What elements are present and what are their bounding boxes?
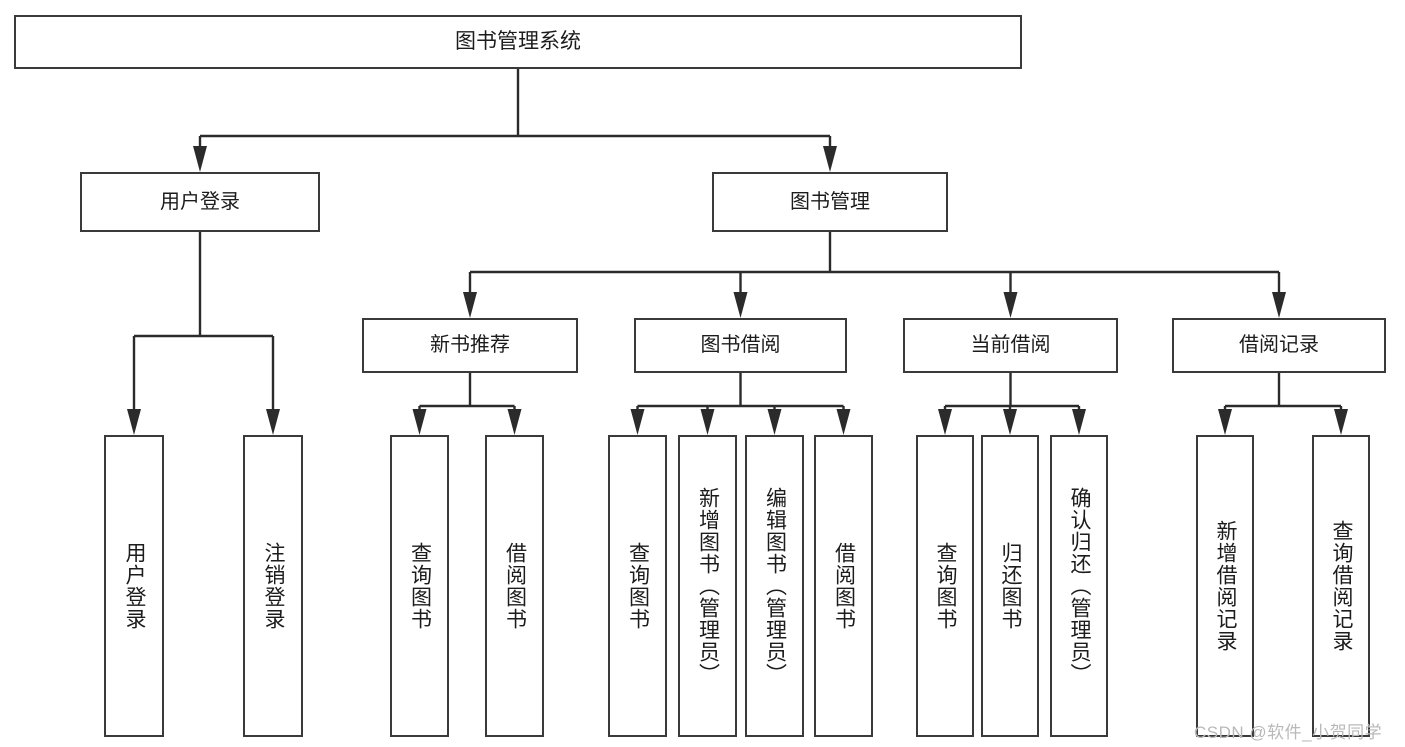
arrowhead-icon — [412, 409, 427, 435]
arrowhead-icon — [193, 146, 207, 172]
node-leaf-query-3[interactable]: 查询图书 — [916, 435, 974, 737]
node-leaf-add-book[interactable]: 新增图书（管理员） — [678, 435, 737, 737]
arrowhead-icon — [1334, 409, 1348, 435]
node-label: 归还图书 — [998, 542, 1022, 630]
arrowhead-icon — [700, 409, 715, 435]
arrowhead-icon — [733, 292, 748, 318]
node-label: 确认归还（管理员） — [1067, 487, 1091, 685]
node-label: 图书管理系统 — [455, 30, 581, 54]
arrowhead-icon — [836, 409, 851, 435]
node-label: 查询图书 — [933, 542, 957, 630]
node-leaf-borrow-1[interactable]: 借阅图书 — [485, 435, 544, 737]
node-label: 图书借阅 — [700, 334, 781, 357]
node-leaf-user-login[interactable]: 用户登录 — [104, 435, 164, 737]
node-label: 查询借阅记录 — [1329, 520, 1353, 652]
node-label: 借阅图书 — [503, 542, 527, 630]
node-label: 编辑图书（管理员） — [763, 487, 787, 685]
node-label: 用户登录 — [160, 190, 240, 213]
arrowhead-icon — [938, 409, 952, 435]
node-label: 新增图书（管理员） — [696, 487, 720, 685]
node-label: 查询图书 — [408, 542, 432, 630]
node-label: 新增借阅记录 — [1213, 520, 1237, 652]
node-leaf-query-1[interactable]: 查询图书 — [390, 435, 449, 737]
node-label: 注销登录 — [261, 542, 285, 630]
watermark-label: CSDN @软件_小贺同学 — [1194, 723, 1383, 742]
node-leaf-edit-book[interactable]: 编辑图书（管理员） — [745, 435, 804, 737]
node-leaf-query-rec[interactable]: 查询借阅记录 — [1312, 435, 1370, 737]
node-book-manage[interactable]: 图书管理 — [712, 172, 948, 232]
node-leaf-logout[interactable]: 注销登录 — [243, 435, 303, 737]
node-label: 查询图书 — [626, 542, 650, 630]
node-leaf-add-rec[interactable]: 新增借阅记录 — [1196, 435, 1254, 737]
node-current-borrow[interactable]: 当前借阅 — [903, 318, 1118, 373]
node-label: 借阅记录 — [1239, 334, 1319, 357]
node-borrow-record[interactable]: 借阅记录 — [1172, 318, 1386, 373]
node-label: 图书管理 — [790, 190, 870, 213]
arrowhead-icon — [1003, 409, 1017, 435]
arrowhead-icon — [630, 409, 645, 435]
node-new-book-rec[interactable]: 新书推荐 — [362, 318, 578, 373]
arrowhead-icon — [266, 409, 280, 435]
arrowhead-icon — [767, 409, 782, 435]
node-root[interactable]: 图书管理系统 — [14, 15, 1022, 69]
node-label: 借阅图书 — [832, 542, 856, 630]
arrowhead-icon — [823, 146, 837, 172]
node-label: 用户登录 — [122, 542, 146, 630]
arrowhead-icon — [463, 292, 477, 318]
node-label: 新书推荐 — [430, 334, 510, 357]
arrowhead-icon — [1218, 409, 1232, 435]
arrowhead-icon — [1003, 292, 1018, 318]
node-leaf-confirm[interactable]: 确认归还（管理员） — [1050, 435, 1108, 737]
node-leaf-query-2[interactable]: 查询图书 — [608, 435, 667, 737]
node-leaf-return[interactable]: 归还图书 — [981, 435, 1039, 737]
node-book-borrow[interactable]: 图书借阅 — [634, 318, 847, 373]
arrowhead-icon — [507, 409, 522, 435]
node-label: 当前借阅 — [970, 334, 1051, 357]
arrowhead-icon — [1072, 409, 1086, 435]
arrowhead-icon — [1272, 292, 1286, 318]
arrowhead-icon — [127, 409, 141, 435]
node-leaf-borrow-2[interactable]: 借阅图书 — [814, 435, 873, 737]
node-user-login[interactable]: 用户登录 — [80, 172, 320, 232]
